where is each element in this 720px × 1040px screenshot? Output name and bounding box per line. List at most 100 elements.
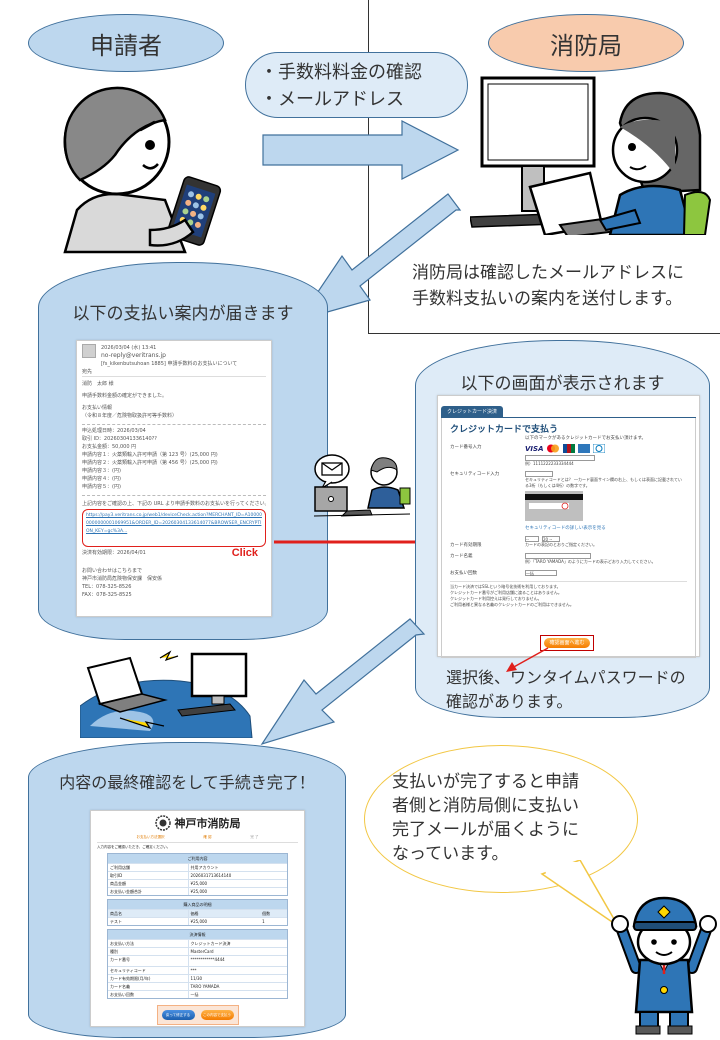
cell: TARO YAMADA xyxy=(190,984,220,989)
cell: 取引ID xyxy=(108,872,189,879)
mastercard-icon xyxy=(547,444,560,453)
proceed-to-confirm-button[interactable]: 確認画面へ進む xyxy=(544,638,590,648)
applicant-label: 申請者 xyxy=(28,14,224,72)
table-row: セキュリティコード*** xyxy=(108,966,287,974)
fire-department-label: 消防局 xyxy=(488,14,684,72)
holder-input[interactable] xyxy=(525,553,591,559)
cell: 個数 xyxy=(262,911,271,916)
cell: お支払い回数 xyxy=(108,991,189,998)
cell: 11/30 xyxy=(190,976,203,981)
applicant-label-text: 申請者 xyxy=(90,31,162,60)
section-divider-vertical xyxy=(368,0,369,334)
emblem-icon xyxy=(154,815,171,831)
confirm-item-fee: ・手数料料金の確認 xyxy=(260,62,422,83)
cell: カード名義 xyxy=(108,983,189,990)
holder-label: カード名義 xyxy=(450,554,473,559)
progress-steps: お支払い方法選択 確 認 完 了 xyxy=(117,835,278,840)
otp-note: 選択後、ワンタイムパスワードの 確認があります。 xyxy=(446,666,686,714)
card-number-example: 例）1111222233334444 xyxy=(525,461,574,466)
note-line: 支払いが完了すると申請 xyxy=(392,772,579,792)
email-greeting: 消防 太郎 様 xyxy=(82,381,114,387)
cell: 価格 xyxy=(190,911,199,916)
email-from: no-reply@veritrans.jp xyxy=(101,352,166,359)
cell: 商品名 xyxy=(108,910,189,917)
email-body-line: 申請内容２：火薬類輸入許可申請（第 456 号）(25,000 円) xyxy=(82,460,218,466)
cell: ¥25,000 xyxy=(190,889,208,894)
order-table-title: ご利用内容 xyxy=(108,854,287,863)
contact-line: 神戸市消防局危険物保安課 保安係 xyxy=(82,576,163,582)
speech-tail-icon xyxy=(540,860,619,927)
holder-example: 例）「TARO YAMADA」のようにカードの表示どおり入力してください。 xyxy=(525,559,656,564)
note-line: 消防局は確認したメールアドレスに xyxy=(412,263,684,283)
note-line: なっています。 xyxy=(392,844,509,864)
note-line: 確認があります。 xyxy=(446,692,573,711)
action-buttons: 戻って修正する この内容で支払う xyxy=(156,1005,239,1025)
jcb-icon xyxy=(563,444,576,453)
fire-officer-at-computer-illustration xyxy=(470,76,712,235)
pointer-arrow-icon xyxy=(506,647,549,672)
final-confirmation-page: 神戸市消防局 お支払い方法選択 確 認 完 了 入力内容をご確認いただき、ご確定… xyxy=(90,810,305,1027)
step-confirm: 確 認 xyxy=(203,835,212,839)
expiry-help: カードの表記のとおりご指定ください。 xyxy=(525,542,597,547)
balloon-title: 以下の画面が表示されます xyxy=(460,374,665,394)
arrow-down-left-icon xyxy=(260,618,426,746)
table-header-row: 商品名価格 個数 xyxy=(108,909,287,917)
email-date: 2026/03/04 (水) 13:41 xyxy=(101,345,157,351)
back-to-edit-button[interactable]: 戻って修正する xyxy=(161,1010,195,1020)
balloon-title: 以下の支払い案内が届きます xyxy=(72,304,294,324)
note-line: 完了メールが届くように xyxy=(392,820,579,840)
table-row: お支払い金額合計¥25,000 xyxy=(108,887,287,895)
section-divider-horizontal xyxy=(368,333,720,334)
email-body-line: 上記内容をご確認の上、下記の URL より申請手数料のお支払いを行ってください。 xyxy=(82,495,266,508)
table-row: カード番号************4444 xyxy=(108,955,287,966)
table-row: お支払い回数一括 xyxy=(108,990,287,998)
email-to-label: 宛先 xyxy=(82,368,266,377)
payment-guide-email: 2026/03/04 (水) 13:41 no-reply@veritrans.… xyxy=(76,340,272,617)
payment-link[interactable]: https://pay3.veritrans.co.jp/web1/device… xyxy=(86,513,262,534)
note-line: 選択後、ワンタイムパスワードの xyxy=(446,668,686,687)
table-row: ご利用店舗共用アカウント xyxy=(108,863,287,871)
expiry-year-select[interactable]: 20 -- xyxy=(542,536,560,542)
network-globe-illustration xyxy=(80,650,253,738)
fire-officer-mascot-illustration xyxy=(611,896,717,1035)
tab-credit-card[interactable]: クレジットカード決済 xyxy=(441,406,504,418)
cell: ご利用店舗 xyxy=(108,864,189,871)
visa-icon: VISA xyxy=(525,444,544,453)
cell: MasterCard xyxy=(190,949,214,954)
form-note: クレジットカード利用控えは発行しておりません。 xyxy=(450,596,542,601)
cell: 一括 xyxy=(190,992,199,997)
form-note: 当カード決済ではSSLという暗号化技術を利用しております。 xyxy=(450,584,561,589)
cell: ¥25,000 xyxy=(190,919,208,924)
form-note: ご利用者様と異なる名義のクレジットカードのご利用はできません。 xyxy=(450,602,574,607)
expiry-month-select[interactable]: -- xyxy=(525,536,539,542)
fire-department-label-text: 消防局 xyxy=(550,31,622,60)
completion-note: 支払いが完了すると申請 者側と消防局側に支払い 完了メールが届くように なってい… xyxy=(392,770,579,866)
diners-icon xyxy=(593,444,606,453)
cell: お支払い方法 xyxy=(108,940,189,947)
pay-button[interactable]: この内容で支払う xyxy=(200,1010,234,1020)
confirm-instruction: 入力内容をご確認いただき、ご確定ください。 xyxy=(97,842,298,850)
email-body-line: 申請手数料金額の確定ができました。 xyxy=(82,393,168,399)
logo-text: 神戸市消防局 xyxy=(174,817,241,830)
form-note: クレジットカード番号がご利用店舗に渡ることはありません。 xyxy=(450,590,562,595)
security-code-input[interactable] xyxy=(525,471,553,477)
fire-sends-guide-note: 消防局は確認したメールアドレスに 手数料支払いの案内を送付します。 xyxy=(412,260,684,312)
cell: 1 xyxy=(262,919,265,924)
installments-select[interactable]: 一括 xyxy=(525,570,557,576)
cell: 共用アカウント xyxy=(190,865,219,870)
security-code-help: セキュリティコードとは？ ―カード裏面サイン欄の右上、もしくは表面に記載されてい… xyxy=(525,477,682,488)
security-code-detail-link[interactable]: セキュリティコードの詳しい表示を見る xyxy=(525,526,606,531)
confirmation-items-box: ・手数料料金の確認 ・メールアドレス xyxy=(245,52,468,118)
card-number-label: カード番号入力 xyxy=(450,445,482,450)
click-annotation: Click xyxy=(231,547,258,559)
cell: ************4444 xyxy=(190,957,225,962)
email-subject: [fs_kikenbutsuhoan 1885] 申請手数料のお支払いについて xyxy=(101,361,238,367)
payment-deadline: 決済有効期限：2026/04/01 xyxy=(82,550,146,556)
cell: お支払い金額合計 xyxy=(108,888,189,895)
cell: カード番号 xyxy=(108,956,189,966)
card-number-input[interactable] xyxy=(525,455,595,461)
